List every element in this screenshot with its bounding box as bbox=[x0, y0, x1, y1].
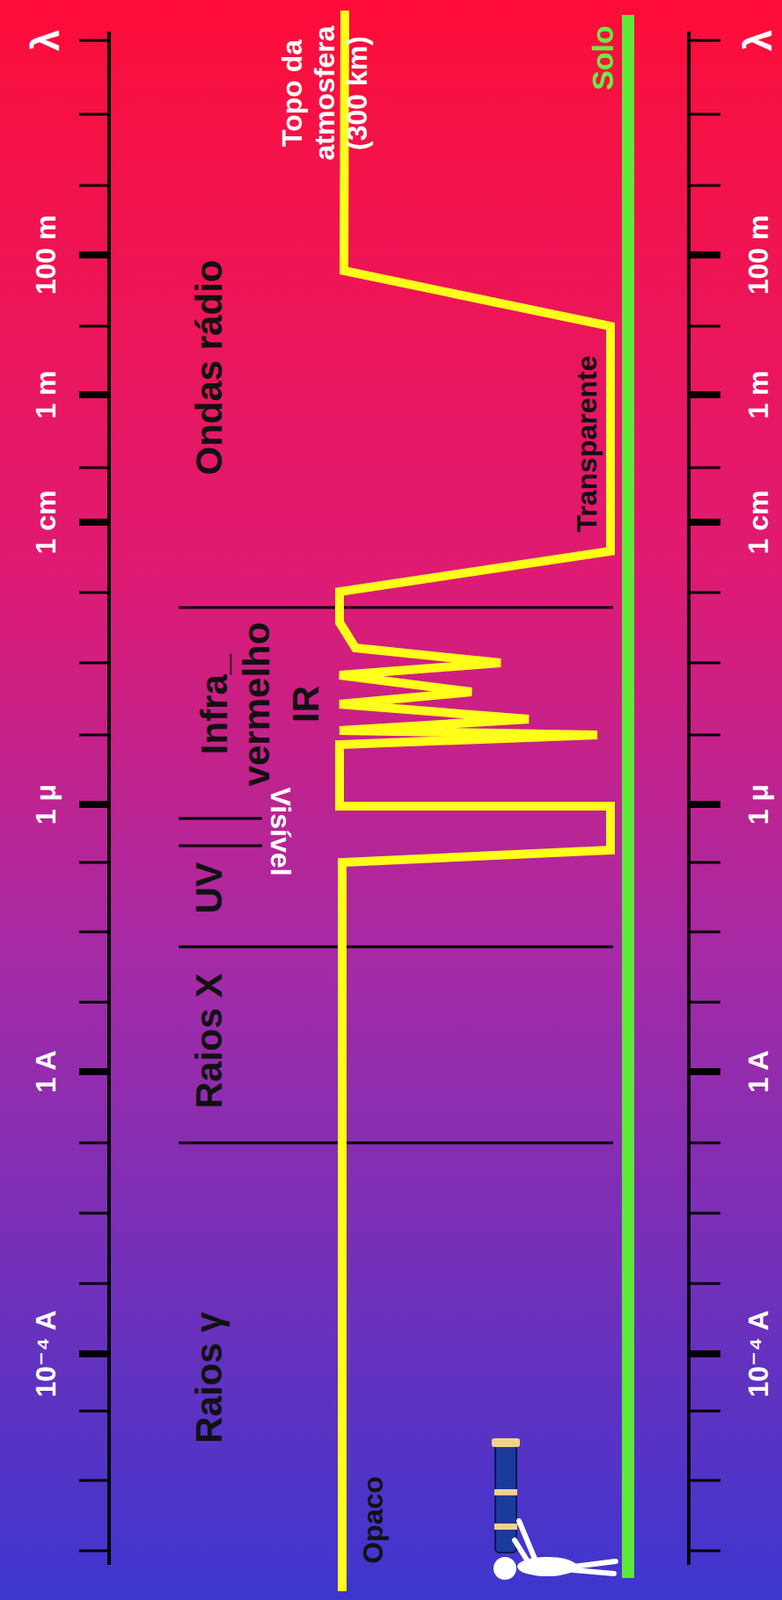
axis-tick bbox=[688, 184, 721, 188]
axis-label: 1 m bbox=[29, 370, 63, 419]
axis-tick bbox=[688, 251, 721, 259]
axis-tick bbox=[79, 662, 110, 666]
axis-tick bbox=[79, 862, 110, 865]
axis-tick bbox=[688, 1351, 721, 1359]
axis-tick bbox=[79, 391, 110, 399]
axis-tick bbox=[79, 1550, 110, 1554]
axis-tick bbox=[79, 1213, 110, 1216]
axis-tick bbox=[79, 1283, 110, 1287]
axis-tick bbox=[688, 1283, 721, 1287]
axis-label: 1 μ bbox=[742, 784, 775, 826]
ground-line bbox=[621, 14, 635, 1579]
axis-tick bbox=[688, 1213, 721, 1216]
axis-label: 1 cm bbox=[742, 490, 775, 556]
axis-tick bbox=[79, 801, 110, 809]
axis-label: 100 m bbox=[29, 215, 63, 296]
axis-tick bbox=[688, 862, 721, 865]
wavelength-axes bbox=[109, 31, 689, 1566]
axis-tick bbox=[688, 734, 721, 738]
axis-label: 1 μ bbox=[29, 784, 63, 826]
transparent-label: Transparente bbox=[570, 356, 604, 534]
axis-tick bbox=[688, 391, 721, 399]
axis-tick bbox=[79, 325, 110, 329]
band-label: IR bbox=[285, 686, 328, 724]
axis-tick bbox=[79, 734, 110, 738]
axis-tick bbox=[688, 1001, 721, 1005]
axis-tick bbox=[79, 1142, 110, 1146]
ground-label: Solo bbox=[585, 25, 621, 91]
axis-tick bbox=[688, 113, 721, 117]
telescope-observer bbox=[491, 1439, 616, 1581]
axis-tick bbox=[79, 1410, 110, 1414]
axis-label: 1 cm bbox=[29, 490, 63, 556]
axis-tick bbox=[688, 662, 721, 666]
axis-tick bbox=[688, 325, 721, 329]
axis-tick bbox=[79, 1480, 110, 1484]
axis-tick bbox=[79, 184, 110, 188]
band-label: Raios X bbox=[188, 973, 231, 1110]
axis-tick bbox=[688, 801, 721, 809]
axis-tick bbox=[79, 467, 110, 470]
opaque-label: Opaco bbox=[357, 1476, 390, 1565]
axis-tick bbox=[79, 1351, 110, 1359]
axis-label: 10⁻⁴ A bbox=[742, 1310, 775, 1398]
band-label: Raios γ bbox=[188, 1312, 231, 1444]
axis-tick bbox=[688, 467, 721, 470]
band-label: Ondas rádio bbox=[188, 259, 231, 476]
axis-tick bbox=[688, 1550, 721, 1554]
axis-label: 1 A bbox=[29, 1051, 63, 1095]
axis-tick bbox=[79, 1068, 110, 1076]
axis-tick bbox=[688, 591, 721, 595]
axis-tick bbox=[79, 591, 110, 595]
axis-tick bbox=[688, 1142, 721, 1146]
axis-tick bbox=[79, 113, 110, 117]
axis-tick bbox=[688, 39, 721, 43]
band-label: Infra_ vermelho bbox=[193, 622, 279, 788]
band-label: UV bbox=[188, 862, 231, 914]
band-separators bbox=[178, 607, 614, 1144]
transparency-curve bbox=[339, 10, 611, 1593]
axis-tick bbox=[688, 518, 721, 527]
axis-tick bbox=[79, 1001, 110, 1005]
axis-tick bbox=[79, 518, 110, 527]
axis-label: λ bbox=[736, 29, 782, 52]
axis-tick bbox=[688, 1068, 721, 1076]
axis-label: λ bbox=[23, 29, 69, 52]
axis-label: 100 m bbox=[742, 215, 775, 296]
axis-tick bbox=[79, 251, 110, 259]
atmosphere-top-label: Topo da atmosfera (300 km) bbox=[276, 9, 373, 177]
axis-label: 1 m bbox=[742, 370, 775, 419]
axis-tick bbox=[79, 39, 110, 43]
axis-tick bbox=[79, 931, 110, 935]
axis-tick bbox=[688, 1480, 721, 1484]
axis-label: 1 A bbox=[742, 1051, 775, 1095]
band-label: Visível bbox=[264, 788, 298, 878]
axis-tick bbox=[688, 931, 721, 935]
axis-label: 10⁻⁴ A bbox=[29, 1310, 63, 1398]
axis-tick bbox=[688, 1410, 721, 1414]
